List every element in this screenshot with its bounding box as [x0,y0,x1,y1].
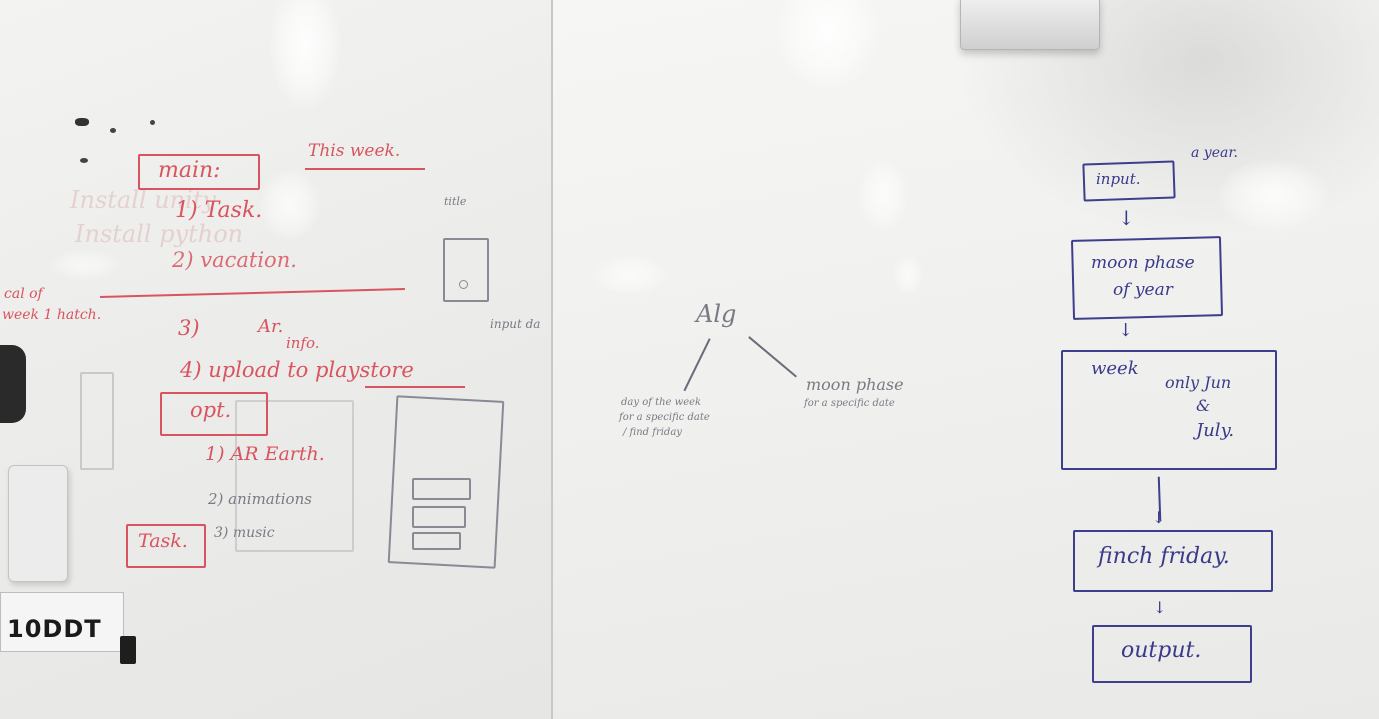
ceiling-light-reflection [1218,160,1328,230]
divider-line [99,288,405,298]
flow-output-box [1092,625,1252,683]
projector [960,0,1100,50]
moon-note: for a specific date [804,398,895,409]
item-3-text: Ar. [258,316,284,337]
underline [365,386,465,388]
flow-week-note: & [1196,396,1211,415]
faded-sketch [235,400,354,552]
whiteboard-left: Install unity Install python main: This … [0,0,551,719]
connector-line [683,338,711,392]
flow-week-label: week [1091,358,1139,379]
flow-finch-box [1073,530,1273,592]
input-note: input da [490,317,541,331]
sticker: 10DDT [0,592,124,652]
opt-animations: 2) animations [208,490,312,508]
flow-moon-label: of year [1113,280,1173,300]
marker-dot [75,118,89,126]
circle-icon [459,280,468,289]
magnet [120,636,136,664]
ceiling-light-reflection [270,0,340,110]
task-box [126,524,206,568]
main-box [138,154,260,190]
faded-text: Install unity [70,186,216,214]
arrow-down-icon: ↓ [1118,320,1134,341]
flow-input-note: a year. [1191,145,1238,161]
opt-music: 3) music [214,525,275,541]
task-box-label: Task. [138,530,188,552]
flow-week-note: only Jun [1165,373,1232,392]
connector-line [748,336,797,378]
ceiling-light-reflection [858,160,908,230]
item-3-sub: info. [286,334,320,352]
flow-week-note: July. [1196,420,1235,441]
arrow-down-icon: ↓ [1152,508,1166,527]
whiteboard-right: Alg day of the week for a specific date … [553,0,1379,719]
flow-output-label: output. [1121,638,1202,663]
ceiling-light-reflection [260,170,320,240]
flow-week-box [1061,350,1277,470]
day-note: day of the week [621,397,702,408]
ceiling-light-reflection [778,0,878,90]
wireframe-block [412,506,466,528]
arrow-down-icon: ↓ [1153,598,1167,617]
flow-moon-box [1070,236,1224,320]
item-3-number: 3) [178,316,200,340]
item-vacation: 2) vacation. [172,248,297,272]
item-task: 1) Task. [175,198,263,223]
main-label: main: [158,158,221,183]
day-note: / find friday [623,427,682,438]
faded-text: Install python [75,220,244,248]
marker-dot [80,158,88,163]
ceiling-light-reflection [593,255,668,295]
opt-box [160,392,268,436]
faded-sketch [80,372,114,470]
board-seam [551,0,553,719]
ceiling-light-reflection [893,255,923,295]
left-edge-note: cal of [4,286,43,302]
underline [305,168,425,170]
opt-ar-earth: 1) AR Earth. [205,443,325,465]
alg-label: Alg [696,300,737,328]
eraser [0,345,26,423]
arrow-down-icon: ↓ [1118,206,1135,230]
marker-dot [110,128,116,133]
flow-finch-label: finch friday. [1098,544,1230,569]
title-note: title [444,195,467,208]
item-upload: 4) upload to playstore [180,358,414,382]
day-note: for a specific date [619,412,710,423]
wireframe-block [412,478,471,500]
marker-dot [150,120,155,125]
left-edge-note: week 1 hatch. [2,307,102,323]
phone-wireframe-small [443,238,489,302]
ceiling-light-reflection [50,250,120,280]
flow-moon-label: moon phase [1091,253,1195,273]
sticker-text: 10DDT [7,615,102,643]
moon-note: moon phase [806,375,904,394]
wireframe-block [412,532,461,550]
wall-plate [8,465,68,582]
opt-label: opt. [190,398,232,422]
this-week-label: This week. [308,141,401,161]
flow-input-label: input. [1096,170,1141,188]
